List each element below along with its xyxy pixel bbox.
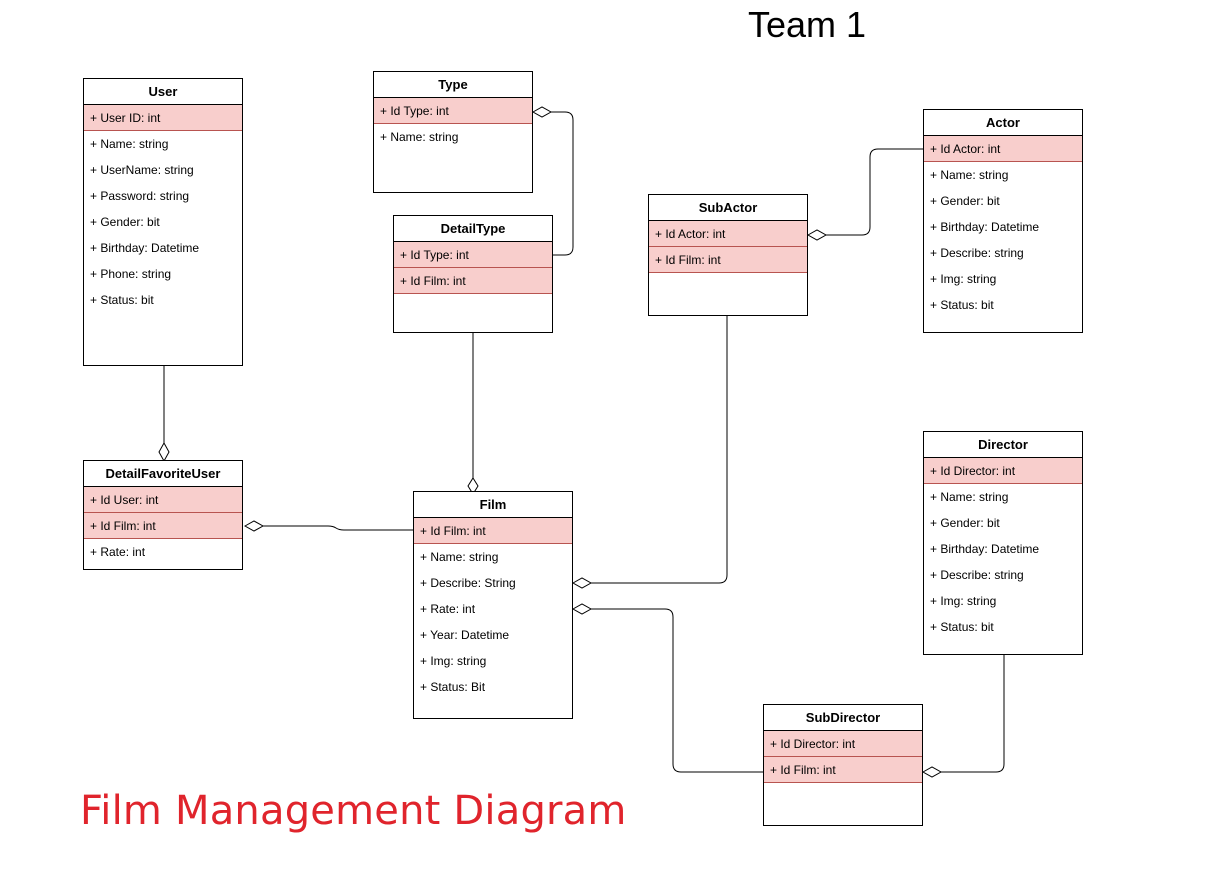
attribute: + Describe: string — [930, 246, 1024, 260]
connector-subactor-film — [591, 315, 728, 584]
class-subactor[interactable]: SubActor + Id Actor: int + Id Film: int — [648, 194, 808, 316]
attribute: + Img: string — [930, 272, 997, 286]
connector-actor-subactor — [826, 148, 923, 236]
aggregation-diamond-icon — [806, 229, 828, 241]
key-attribute: + Id Film: int — [414, 518, 572, 544]
key-attribute: + Id User: int — [84, 487, 242, 513]
key-attribute: + User ID: int — [84, 105, 242, 131]
class-title: Director — [924, 432, 1082, 458]
diagram-title: Film Management Diagram — [80, 788, 627, 834]
attribute: + Name: string — [930, 168, 1009, 182]
key-attribute: + Id Film: int — [84, 513, 242, 539]
key-attribute: + Id Actor: int — [924, 136, 1082, 162]
class-title: Actor — [924, 110, 1082, 136]
attribute: + Year: Datetime — [420, 628, 510, 642]
attribute: + Status: Bit — [420, 680, 486, 694]
attribute: + Status: bit — [90, 293, 154, 307]
class-detailtype[interactable]: DetailType + Id Type: int + Id Film: int — [393, 215, 553, 333]
attribute: + Name: string — [90, 137, 169, 151]
key-attribute: + Id Type: int — [374, 98, 532, 124]
class-subdirector[interactable]: SubDirector + Id Director: int + Id Film… — [763, 704, 923, 826]
attribute: + Gender: bit — [930, 516, 1000, 530]
attribute: + Name: string — [930, 490, 1009, 504]
key-attribute: + Id Film: int — [764, 757, 922, 783]
class-title: SubDirector — [764, 705, 922, 731]
class-detailfavoriteuser[interactable]: DetailFavoriteUser + Id User: int + Id F… — [83, 460, 243, 570]
attribute: + Status: bit — [930, 620, 994, 634]
attribute: + Birthday: Datetime — [90, 241, 200, 255]
attribute: + Birthday: Datetime — [930, 542, 1040, 556]
attribute: + Describe: string — [930, 568, 1024, 582]
key-attribute: + Id Film: int — [649, 247, 807, 273]
attribute: + Img: string — [420, 654, 487, 668]
aggregation-diamond-icon — [531, 106, 553, 118]
class-title: SubActor — [649, 195, 807, 221]
class-user[interactable]: User + User ID: int + Name: string + Use… — [83, 78, 243, 366]
class-title: DetailFavoriteUser — [84, 461, 242, 487]
key-attribute: + Id Type: int — [394, 242, 552, 268]
aggregation-diamond-icon — [158, 441, 170, 463]
attribute: + Birthday: Datetime — [930, 220, 1040, 234]
attribute: + Name: string — [380, 130, 459, 144]
team-title: Team 1 — [748, 4, 867, 45]
attribute: + Rate: int — [90, 545, 146, 559]
aggregation-diamond-icon — [243, 520, 265, 532]
attribute: + UserName: string — [90, 163, 194, 177]
aggregation-diamond-icon — [571, 577, 593, 589]
key-attribute: + Id Actor: int — [649, 221, 807, 247]
connector-type-detailtype — [551, 111, 574, 256]
class-actor[interactable]: Actor + Id Actor: int + Name: string + G… — [923, 109, 1083, 333]
attribute: + Img: string — [930, 594, 997, 608]
key-attribute: + Id Director: int — [764, 731, 922, 757]
key-attribute: + Id Director: int — [924, 458, 1082, 484]
class-title: DetailType — [394, 216, 552, 242]
attribute: + Password: string — [90, 189, 190, 203]
aggregation-diamond-icon — [921, 766, 943, 778]
connector-detailfavoriteuser-film — [263, 525, 413, 531]
attribute: + Describe: String — [420, 576, 516, 590]
attribute: + Gender: bit — [930, 194, 1000, 208]
connector-film-subdirector — [591, 608, 763, 773]
key-attribute: + Id Film: int — [394, 268, 552, 294]
class-film[interactable]: Film + Id Film: int + Name: string + Des… — [413, 491, 573, 719]
attribute: + Gender: bit — [90, 215, 160, 229]
class-title: Film — [414, 492, 572, 518]
class-title: User — [84, 79, 242, 105]
connector-director-subdirector — [941, 654, 1005, 773]
aggregation-diamond-icon — [571, 603, 593, 615]
class-title: Type — [374, 72, 532, 98]
attribute: + Phone: string — [90, 267, 172, 281]
class-type[interactable]: Type + Id Type: int + Name: string — [373, 71, 533, 193]
attribute: + Name: string — [420, 550, 499, 564]
attribute: + Rate: int — [420, 602, 476, 616]
class-director[interactable]: Director + Id Director: int + Name: stri… — [923, 431, 1083, 655]
attribute: + Status: bit — [930, 298, 994, 312]
